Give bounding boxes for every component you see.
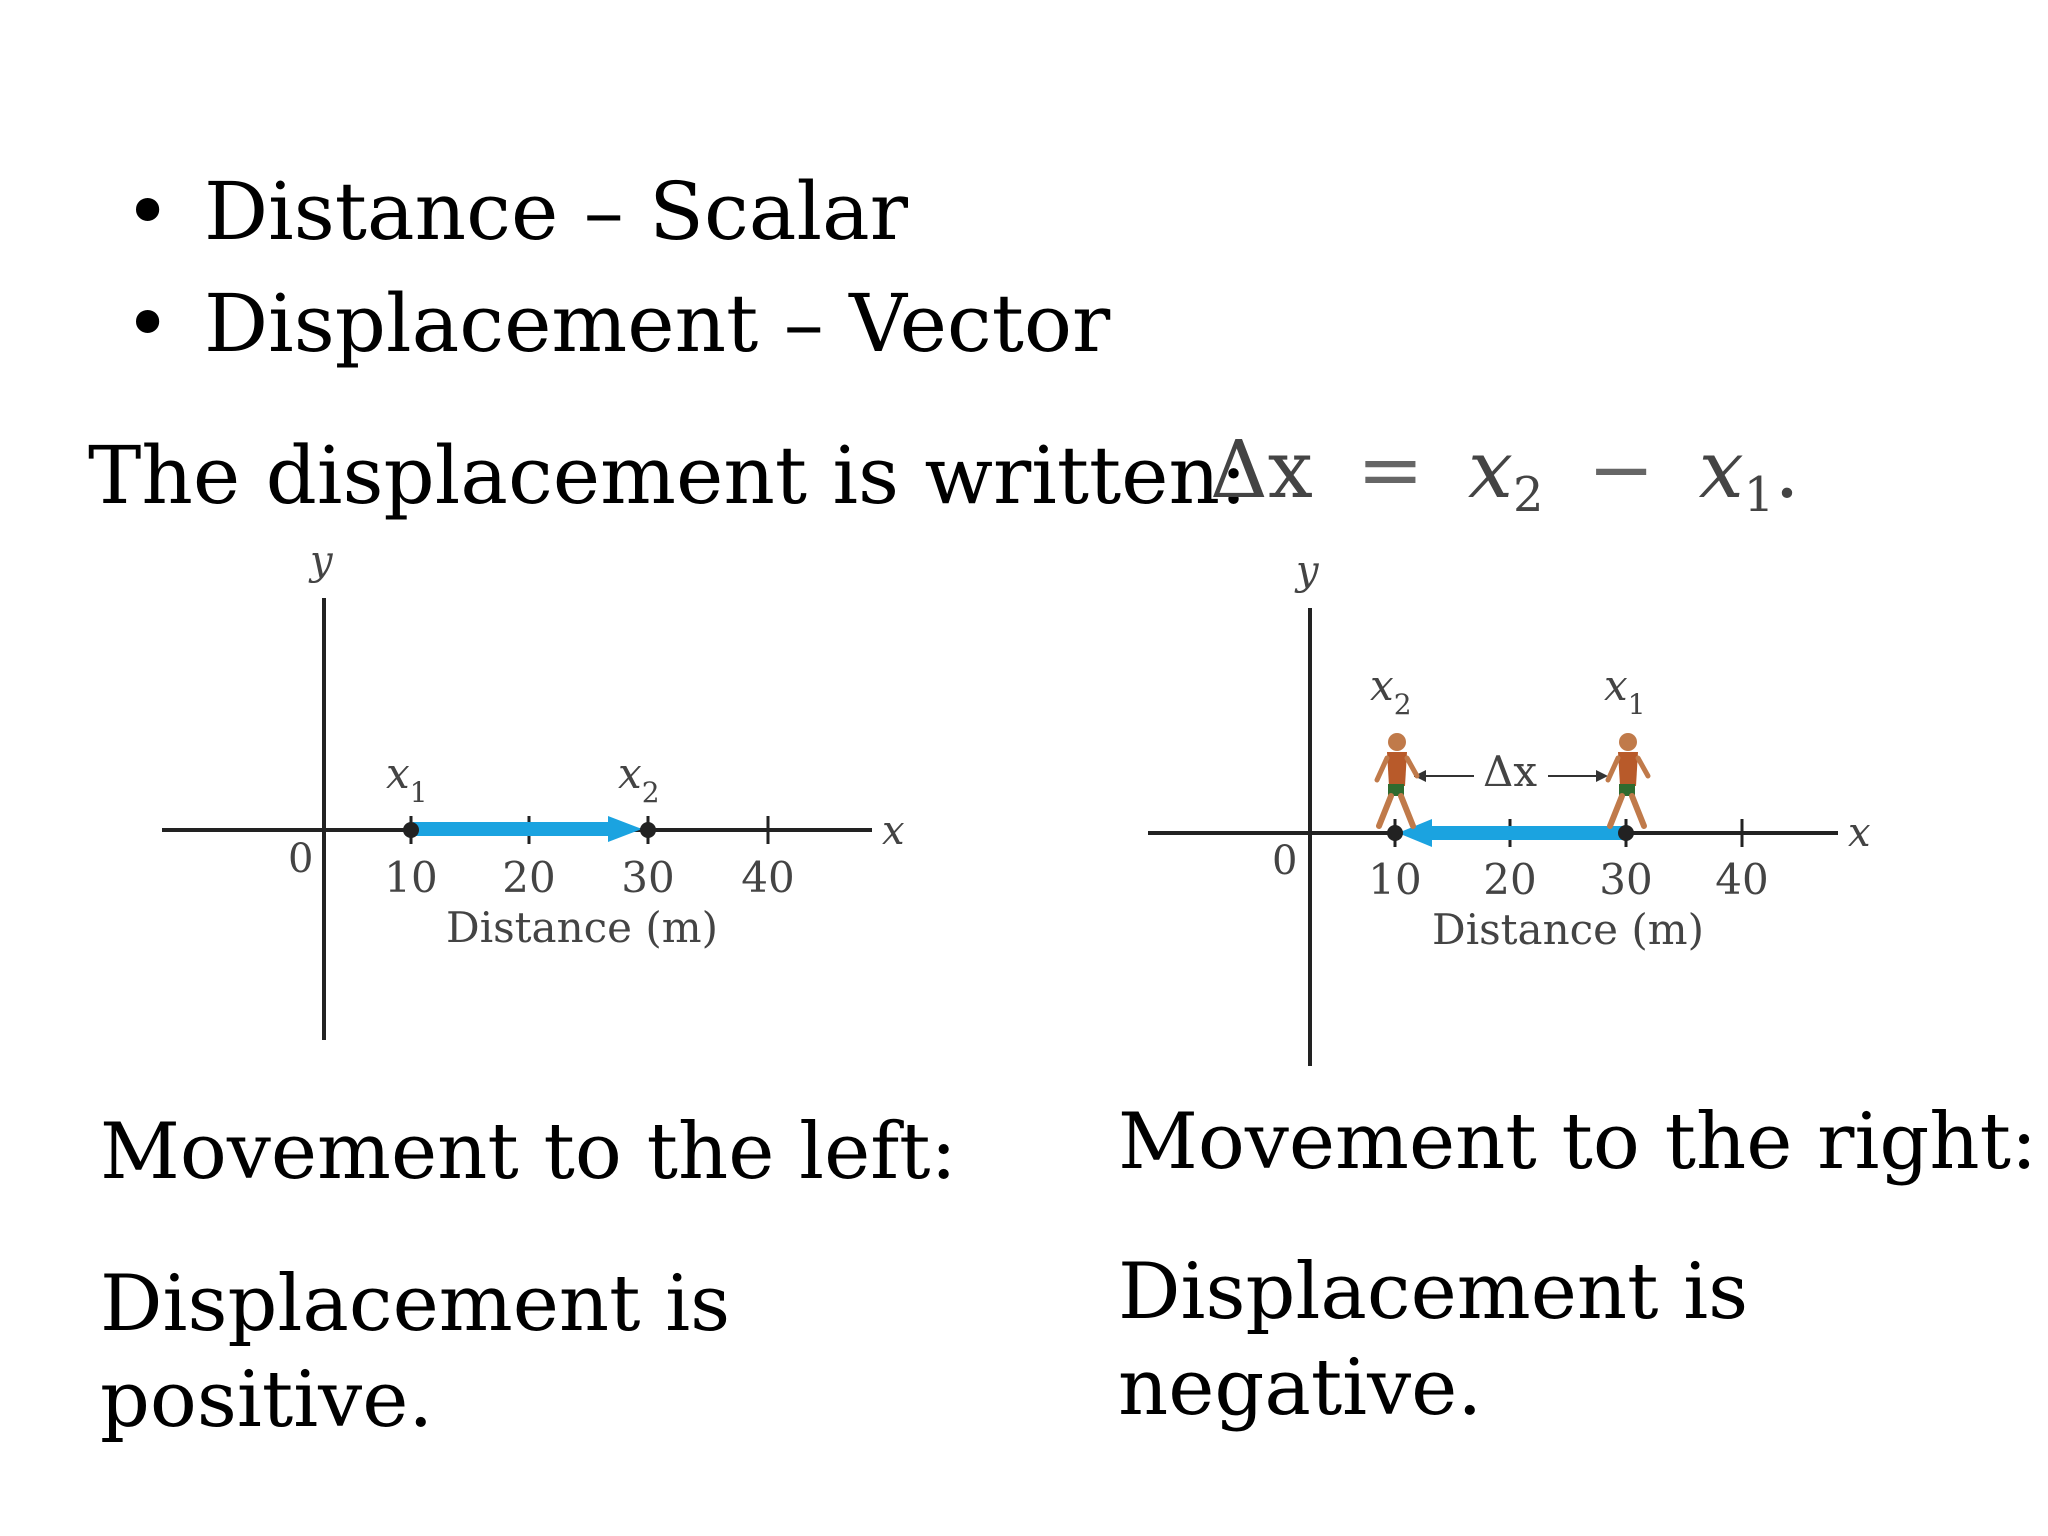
axis-title: Distance (m): [1432, 905, 1704, 954]
runner-figure-icon: [1374, 733, 1420, 829]
runner-figure-icon: [1605, 733, 1651, 829]
equation-lhs: Δx: [1210, 423, 1313, 516]
tick-label: 20: [1483, 855, 1536, 904]
tick-label: 40: [741, 853, 794, 902]
right-caption-body: Displacement is negative.: [1118, 1247, 1749, 1433]
equation-term1-var: x: [1467, 423, 1514, 516]
x-axis-label: x: [882, 808, 905, 854]
displacement-arrowhead-icon: [1398, 819, 1432, 847]
left-caption-title: Movement to the left:: [100, 1107, 957, 1197]
delta-x-label: Δx: [1483, 747, 1537, 796]
left-graph: y x 0 10 20 30 40 Distance (m) x1 x2: [162, 538, 905, 1040]
tick-label: 30: [621, 853, 674, 902]
bullet-item-distance: • Distance – Scalar: [118, 156, 1110, 268]
delta-right-arrowhead-icon: [1596, 770, 1608, 782]
point-x2: [640, 822, 656, 838]
right-caption-title: Movement to the right:: [1118, 1097, 2038, 1187]
x2-label: x2: [1370, 661, 1412, 721]
bullet-text: Distance – Scalar: [204, 165, 908, 258]
tick-label: 30: [1599, 855, 1652, 904]
equation-minus: −: [1587, 423, 1655, 516]
displacement-arrow-shaft: [1428, 826, 1624, 840]
x-axis-label: x: [1848, 810, 1871, 856]
equation-term2-sub: 1: [1743, 467, 1775, 523]
bullet-item-displacement: • Displacement – Vector: [118, 268, 1110, 380]
bullet-list: • Distance – Scalar • Displacement – Vecto…: [118, 156, 1110, 380]
bullet-dot-icon: •: [124, 277, 172, 370]
left-caption-body: Displacement is positive.: [100, 1259, 731, 1445]
equation-term1-sub: 2: [1513, 467, 1544, 523]
point-x2: [1387, 825, 1403, 841]
y-axis-label: y: [308, 538, 334, 584]
y-axis-label: y: [1294, 548, 1320, 594]
origin-label: 0: [288, 836, 313, 882]
point-x1: [403, 822, 419, 838]
right-graph: y x 0 10 20 30 40 Distance (m) x2 x1 Δx: [1148, 548, 1871, 1066]
tick-label: 10: [1368, 855, 1421, 904]
equation-end: .: [1774, 423, 1800, 516]
point-x1: [1618, 825, 1634, 841]
left-graph-axes: [162, 598, 872, 1040]
tick-label: 10: [384, 853, 437, 902]
bullet-dot-icon: •: [124, 165, 172, 258]
equation-term2-var: x: [1698, 423, 1744, 516]
tick-label: 40: [1715, 855, 1768, 904]
displacement-arrowhead-icon: [608, 816, 642, 842]
equation-equals: =: [1356, 423, 1424, 516]
intro-text: The displacement is written:: [88, 429, 1247, 522]
x2-label: x2: [618, 749, 660, 809]
bullet-text: Displacement – Vector: [204, 277, 1111, 370]
origin-label: 0: [1272, 838, 1297, 884]
x1-label: x1: [386, 749, 428, 809]
x1-label: x1: [1604, 661, 1646, 721]
axis-title: Distance (m): [446, 903, 718, 952]
displacement-equation: Δx=x2−x1.: [1210, 420, 1800, 545]
tick-label: 20: [502, 853, 555, 902]
delta-left-arrowhead-icon: [1414, 770, 1426, 782]
displacement-arrow-shaft: [413, 822, 613, 836]
